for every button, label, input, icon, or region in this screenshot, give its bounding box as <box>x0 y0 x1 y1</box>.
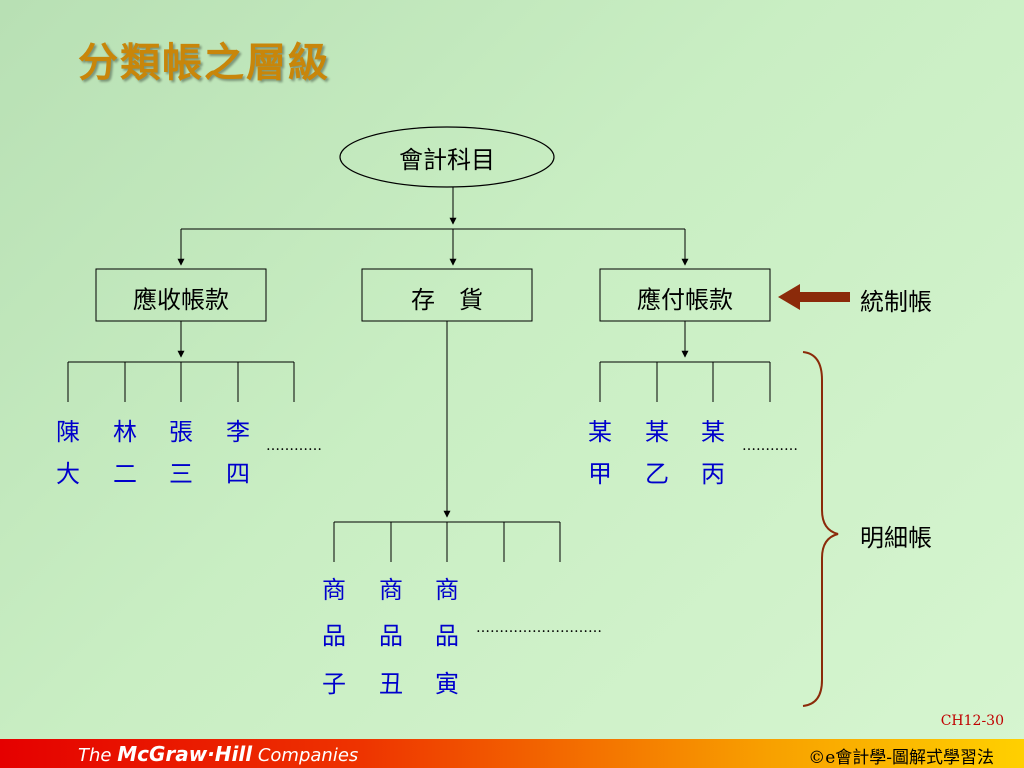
inventory-label: 存 貨 <box>411 286 483 314</box>
receivable-label: 應收帳款 <box>133 286 229 314</box>
receivable-child-bottom: 大 <box>56 460 80 488</box>
detail-ledger-label: 明細帳 <box>860 524 932 552</box>
receivable-child-top: 林 <box>113 418 137 446</box>
slide-number: CH12-30 <box>940 713 1004 729</box>
payable-label: 應付帳款 <box>637 286 733 314</box>
payable-child-bottom: 甲 <box>588 460 612 488</box>
footer-bar: The McGraw·Hill Companies ©e會計學-圖解式學習法 <box>0 739 1024 768</box>
control-arrow <box>778 284 850 310</box>
page-title: 分類帳之層級 <box>78 39 330 86</box>
inventory-child-line1: 商 <box>322 576 346 604</box>
receivable-child-bottom: 二 <box>113 460 137 488</box>
inventory-child-line2: 品 <box>435 622 459 650</box>
control-ledger-label: 統制帳 <box>860 288 932 316</box>
payable-child-top: 某 <box>645 418 669 446</box>
inventory-child-line3: 寅 <box>435 670 459 698</box>
payable-child-top: 某 <box>701 418 725 446</box>
receivable-child-top: 陳 <box>56 418 80 446</box>
inventory-ellipsis: ……………………… <box>476 620 602 636</box>
inventory-child-line3: 丑 <box>379 670 403 698</box>
root-ellipse <box>339 126 555 188</box>
receivable-child-top: 張 <box>169 418 193 446</box>
publisher-logo: The McGraw·Hill Companies <box>78 742 359 766</box>
payable-child-bottom: 丙 <box>701 460 725 488</box>
payable-child-bottom: 乙 <box>645 460 669 488</box>
payable-ellipsis: ………… <box>742 438 798 454</box>
inventory-child-line1: 商 <box>435 576 459 604</box>
inventory-child-line2: 品 <box>379 622 403 650</box>
root-label: 會計科目 <box>399 146 495 174</box>
inventory-child-line1: 商 <box>379 576 403 604</box>
payable-child-top: 某 <box>588 418 612 446</box>
receivable-child-bottom: 四 <box>226 460 250 488</box>
receivable-child-top: 李 <box>226 418 250 446</box>
receivable-ellipsis: ………… <box>266 438 322 454</box>
receivable-child-bottom: 三 <box>169 460 193 488</box>
footer-book-title: ©e會計學-圖解式學習法 <box>808 748 994 768</box>
detail-brace <box>802 351 839 707</box>
inventory-child-line3: 子 <box>322 670 346 698</box>
inventory-child-line2: 品 <box>322 622 346 650</box>
